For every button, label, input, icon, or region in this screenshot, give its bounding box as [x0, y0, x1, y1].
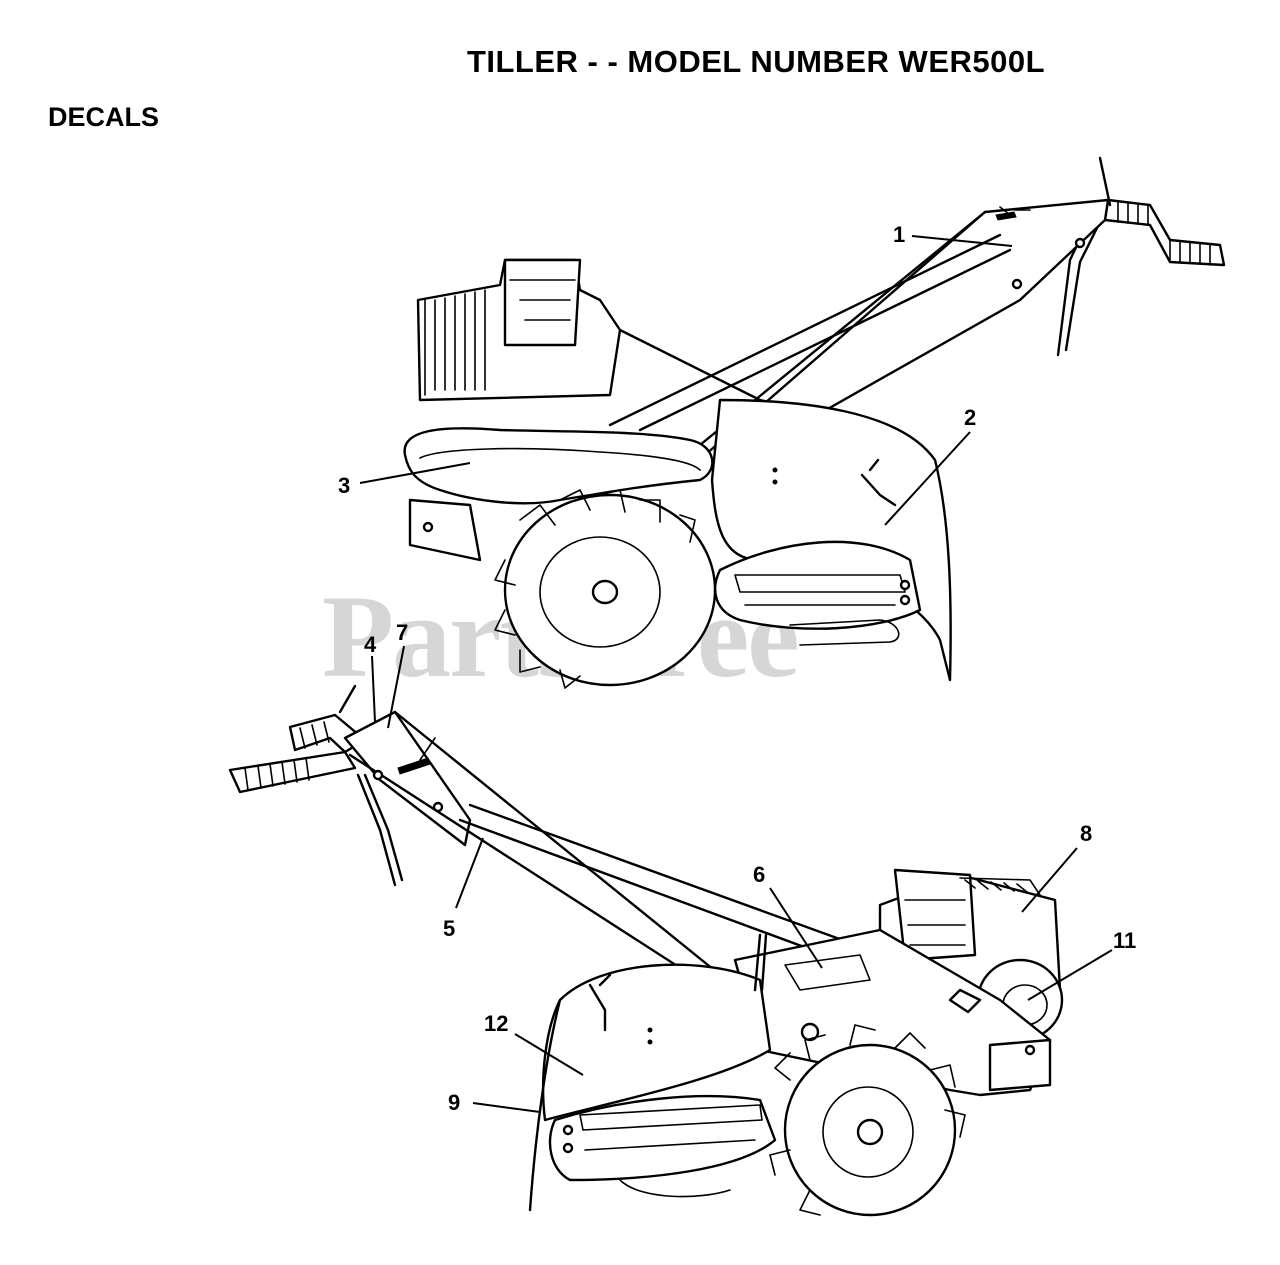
- callouts: 1 2 3 4 7 5 6 8 11 12 9: [338, 222, 1136, 1115]
- callout-label: 3: [338, 473, 350, 498]
- callout-label: 7: [396, 620, 408, 645]
- tiller-view-top: [403, 156, 1226, 689]
- callout-label: 4: [364, 632, 377, 657]
- callout-label: 11: [1113, 928, 1136, 953]
- callout-label: 6: [753, 862, 765, 887]
- section-heading: DECALS: [48, 102, 160, 132]
- callout-label: 8: [1080, 821, 1092, 846]
- callout-label: 5: [443, 916, 455, 941]
- page-title: TILLER - - MODEL NUMBER WER500L: [466, 44, 1046, 79]
- callout-label: 2: [964, 405, 976, 430]
- tiller-view-bottom: [228, 684, 1064, 1217]
- callout-label: 1: [893, 222, 905, 247]
- callout-label: 12: [484, 1011, 508, 1036]
- callout-label: 9: [448, 1090, 460, 1115]
